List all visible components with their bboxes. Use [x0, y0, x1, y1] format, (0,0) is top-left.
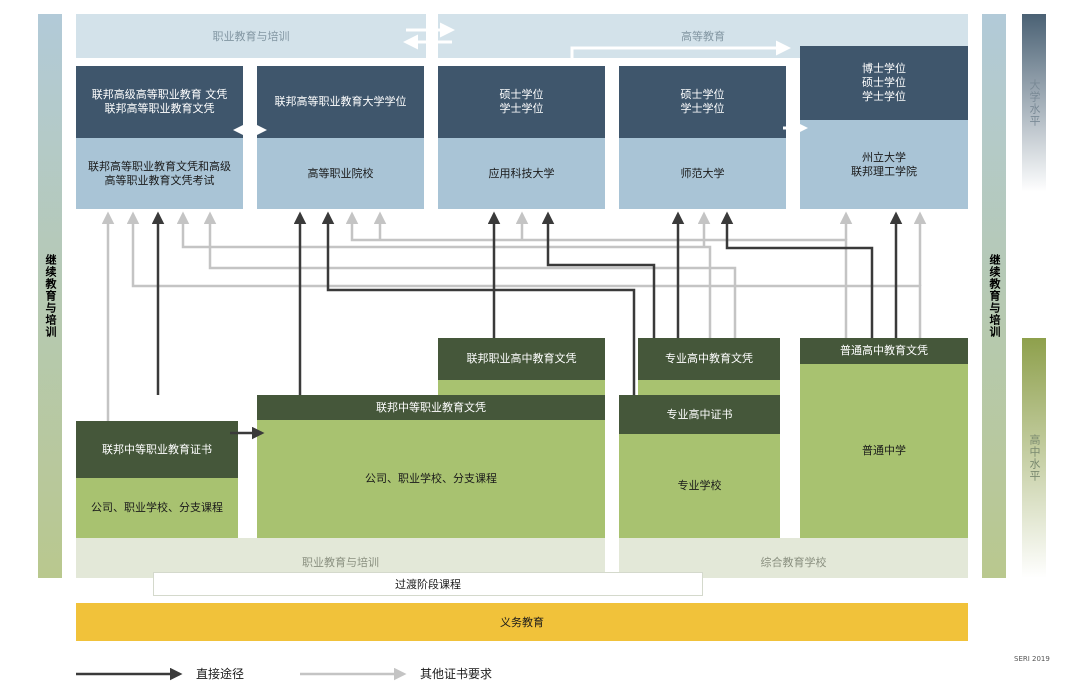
general-education-band-label: 综合教育学校 [760, 556, 827, 569]
tertiary-box-3-body-text: 应用科技大学 [488, 166, 555, 180]
specialized-certificate-text: 专业高中证书 [666, 407, 733, 421]
tertiary-box-2-body: 高等职业院校 [257, 138, 424, 209]
right-continuing-education-label: 继续教育与培训 [988, 254, 1001, 338]
right-continuing-education-bar: 继续教育与培训 [982, 14, 1006, 578]
general-baccalaureate-text: 普通高中教育文凭 [840, 344, 928, 357]
tertiary-box-5-head: 博士学位 硕士学位 学士学位 [800, 46, 968, 120]
left-continuing-education-bar: 继续教育与培训 [38, 14, 62, 578]
tertiary-box-3-head-text: 硕士学位 学士学位 [499, 88, 544, 115]
upper-secondary-level-label: 高中水平 [1028, 434, 1041, 482]
tertiary-box-2-head: 联邦高等职业教育大学学位 [257, 66, 424, 138]
secondary-vocational-band-label: 职业教育与培训 [302, 556, 379, 569]
tertiary-box-3-body: 应用科技大学 [438, 138, 605, 209]
direct-pathways [151, 211, 903, 440]
specialized-baccalaureate-text: 专业高中教育文凭 [665, 352, 753, 365]
specialized-school-body: 专业学校 [619, 434, 780, 538]
tertiary-box-5-head-text: 博士学位 硕士学位 学士学位 [862, 62, 906, 103]
tertiary-box-4-body: 师范大学 [619, 138, 786, 209]
legend-other-label: 其他证书要求 [420, 667, 493, 681]
tertiary-box-4-head: 硕士学位 学士学位 [619, 66, 786, 138]
tertiary-box-1-body: 联邦高等职业教育文凭和高级 高等职业教育文凭考试 [76, 138, 243, 209]
university-level-label: 大学水平 [1028, 79, 1041, 127]
fed-vet-certificate-head: 联邦中等职业教育证书 [76, 421, 238, 478]
legend-direct-label: 直接途径 [196, 667, 245, 681]
tertiary-box-5-body: 州立大学 联邦理工学院 [800, 120, 968, 209]
specialized-school-text: 专业学校 [677, 479, 722, 492]
tertiary-box-2-head-text: 联邦高等职业教育大学学位 [274, 95, 407, 108]
transition-programs-label: 过渡阶段课程 [395, 578, 461, 591]
upper-secondary-level-bar: 高中水平 [1022, 338, 1046, 578]
specialized-baccalaureate-head: 专业高中教育文凭 [638, 338, 780, 380]
credit-label: SERI 2019 [1014, 655, 1050, 663]
fed-vet-diploma-head: 联邦中等职业教育文凭 [257, 395, 605, 420]
band-exchange-arrows [233, 22, 808, 138]
transition-programs-box: 过渡阶段课程 [153, 572, 703, 596]
specialized-baccalaureate-body [638, 380, 780, 395]
fed-vet-certificate-text: 联邦中等职业教育证书 [102, 442, 212, 456]
tertiary-box-5-body-text: 州立大学 联邦理工学院 [851, 150, 917, 178]
general-high-school-body: 普通中学 [800, 364, 968, 538]
general-baccalaureate-head: 普通高中教育文凭 [800, 338, 968, 364]
specialized-certificate-head: 专业高中证书 [619, 395, 780, 434]
tertiary-box-1-body-text: 联邦高等职业教育文凭和高级 高等职业教育文凭考试 [88, 159, 231, 187]
tertiary-box-1-head: 联邦高级高等职业教育 文凭 联邦高等职业教育文凭 [76, 66, 243, 138]
other-requirement-paths [101, 211, 927, 421]
general-high-school-text: 普通中学 [862, 444, 906, 457]
higher-education-band-label: 高等教育 [681, 30, 725, 43]
company-school-2-text: 公司、职业学校、分支课程 [365, 472, 497, 485]
tertiary-box-2-body-text: 高等职业院校 [307, 166, 374, 180]
fed-vocational-baccalaureate-body [438, 380, 605, 395]
fed-vocational-baccalaureate-head: 联邦职业高中教育文凭 [438, 338, 605, 380]
tertiary-box-1-head-text: 联邦高级高等职业教育 文凭 联邦高等职业教育文凭 [91, 88, 228, 115]
compulsory-education-label: 义务教育 [500, 616, 544, 629]
company-school-1-text: 公司、职业学校、分支课程 [91, 501, 223, 514]
general-education-band: 综合教育学校 [619, 538, 968, 578]
tertiary-vocational-band-label: 职业教育与培训 [212, 30, 290, 43]
fed-vocational-baccalaureate-text: 联邦职业高中教育文凭 [466, 352, 577, 365]
tertiary-box-4-body-text: 师范大学 [680, 166, 725, 180]
company-school-2-body: 公司、职业学校、分支课程 [257, 420, 605, 538]
secondary-vocational-band: 职业教育与培训 [76, 538, 605, 578]
compulsory-education-bar: 义务教育 [76, 603, 968, 641]
left-continuing-education-label: 继续教育与培训 [44, 254, 57, 338]
tertiary-box-3-head: 硕士学位 学士学位 [438, 66, 605, 138]
tertiary-vocational-band: 职业教育与培训 [76, 14, 426, 58]
company-school-1-body: 公司、职业学校、分支课程 [76, 478, 238, 538]
tertiary-box-4-head-text: 硕士学位 学士学位 [680, 88, 725, 115]
university-level-bar: 大学水平 [1022, 14, 1046, 192]
fed-vet-diploma-text: 联邦中等职业教育文凭 [376, 400, 486, 414]
